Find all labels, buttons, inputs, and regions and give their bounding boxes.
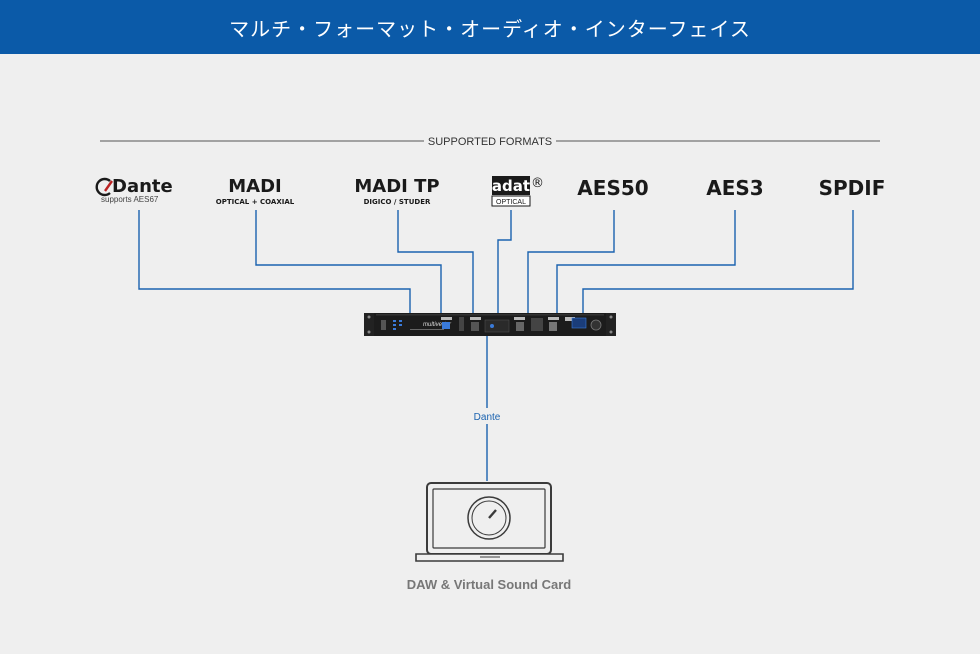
line-spdif <box>582 210 854 314</box>
format-madi: MADI OPTICAL + COAXIAL <box>216 176 295 206</box>
adat-logo-box <box>492 176 530 195</box>
line-aes50 <box>527 210 615 314</box>
section-label: SUPPORTED FORMATS <box>428 136 552 148</box>
connection-lines <box>138 210 854 481</box>
format-sub: DIGICO / STUDER <box>364 198 431 206</box>
format-madi-tp: MADI TP DIGICO / STUDER <box>354 176 439 206</box>
rack-device: multiverter <box>364 313 616 336</box>
line-madi-tp <box>397 210 474 314</box>
rack-ear-left <box>364 313 374 336</box>
line-dante <box>138 210 411 314</box>
knob-icon <box>590 319 602 331</box>
page-title: マルチ・フォーマット・オーディオ・インターフェイス <box>229 16 751 41</box>
format-name: MADI <box>228 176 281 197</box>
format-name: MADI TP <box>354 176 439 197</box>
format-sub: supports AES67 <box>101 195 159 204</box>
computer-label: DAW & Virtual Sound Card <box>407 577 571 592</box>
format-diagram: SUPPORTED FORMATS Dante supports AES67 M… <box>95 136 886 592</box>
format-name: adat <box>492 177 530 195</box>
format-aes3: AES3 <box>706 176 763 200</box>
registered-mark: ® <box>531 176 544 191</box>
format-spdif: SPDIF <box>819 176 886 200</box>
rack-ear-right <box>606 313 616 336</box>
line-madi <box>255 210 442 314</box>
line-aes3 <box>556 210 736 314</box>
format-sub: OPTICAL + COAXIAL <box>216 198 295 206</box>
format-name: Dante <box>112 176 173 197</box>
page-header: マルチ・フォーマット・オーディオ・インターフェイス <box>0 0 980 54</box>
format-aes50: AES50 <box>577 176 648 200</box>
device-brand: multiverter <box>423 322 452 328</box>
line-adat <box>497 210 512 314</box>
adat-sub-box <box>491 195 531 207</box>
format-sub: OPTICAL <box>496 199 526 206</box>
link-label: Dante <box>474 412 501 423</box>
laptop-icon <box>415 482 564 562</box>
dante-logo-icon <box>95 177 113 197</box>
format-dante: Dante supports AES67 <box>95 176 173 204</box>
format-adat: adat ® OPTICAL <box>491 176 544 207</box>
